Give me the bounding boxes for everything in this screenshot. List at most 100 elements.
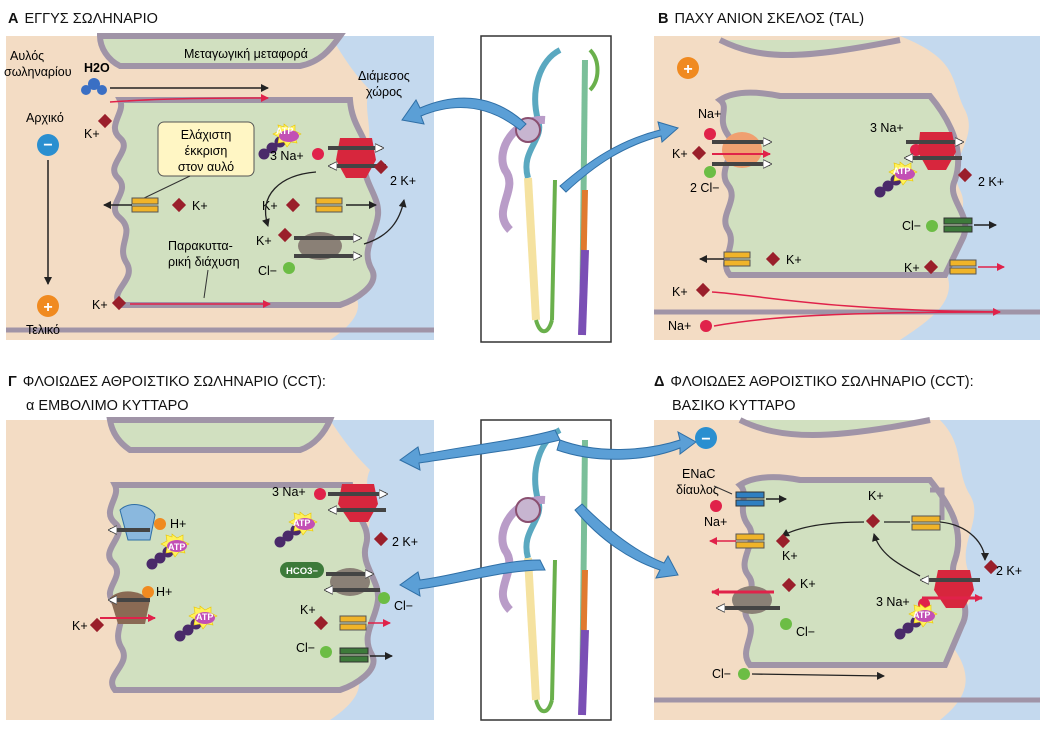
cl-ion-icon (283, 262, 295, 274)
cl-cotrans-label: Cl− (258, 264, 277, 278)
callout-line-2: έκκριση (185, 144, 228, 158)
k-channel-label-c: K+ (300, 603, 316, 617)
k-label-b: K+ (672, 147, 688, 161)
k2-label-c: 2 K+ (392, 535, 418, 549)
h-ion-icon (154, 518, 166, 530)
k-diamond-icon (957, 167, 973, 183)
nephron-top (480, 35, 612, 343)
k-channel-baso-b (949, 259, 977, 275)
na-ion-icon (704, 128, 716, 140)
na3-label-a: 3 Na+ (270, 149, 304, 163)
na-label-d: Na+ (704, 515, 727, 529)
recycle-arrow (262, 171, 317, 227)
connector-arrows (399, 97, 697, 597)
water-label: H2O (84, 61, 110, 75)
hco3-label: HCO3− (286, 566, 318, 577)
k-diamond-icon (285, 197, 301, 213)
k-channel-baso-d (911, 515, 941, 531)
k2-label-a: 2 K+ (390, 174, 416, 188)
k-channel-lumen-b (723, 251, 751, 267)
interstitium-label-2: χώρος (366, 85, 402, 99)
k-diamond-icon (171, 197, 187, 213)
k-channel-baso-label: K+ (262, 199, 278, 213)
k-channel-lumen (131, 197, 159, 213)
k-lumen-ch-label: K+ (782, 549, 798, 563)
title-c-line2: α ΕΜΒΟΛΙΜΟ ΚΥΤΤΑΡΟ (26, 398, 189, 414)
plus-charge-sign: + (43, 299, 52, 316)
h-exch-label: H+ (156, 585, 172, 599)
interstitium-label: Διάμεσος (358, 69, 410, 83)
k-para-label: K+ (92, 298, 108, 312)
k-exit-arrow (363, 199, 407, 245)
k-para-label-b: K+ (672, 285, 688, 299)
na3-label-d: 3 Na+ (876, 595, 910, 609)
k-channel-baso-label-b: K+ (904, 261, 920, 275)
minus-charge-sign: − (701, 431, 710, 448)
paracellular-label-2: ρική διάχυση (168, 255, 240, 269)
paracellular-pointer (203, 269, 209, 299)
na-ion-icon (710, 500, 722, 512)
cl-ion-icon (378, 592, 390, 604)
k2-label-b: 2 K+ (978, 175, 1004, 189)
k-para-arrow-b (711, 291, 1001, 316)
k-diamond-icon (111, 295, 127, 311)
k-diamond-icon (313, 615, 329, 631)
plus-charge-icon (37, 295, 59, 317)
k-lumen-top: K+ (84, 127, 100, 141)
callout-pointer (139, 175, 191, 201)
enac-pointer (713, 485, 733, 495)
enac-label: ENaC (682, 467, 715, 481)
enac-label-2: δίαυλος (676, 483, 719, 497)
atp-label: ATP (168, 542, 185, 552)
lumen-label: Αυλός (10, 49, 44, 63)
cl-para-label: Cl− (712, 667, 731, 681)
cl-ion-icon (738, 668, 750, 680)
panel-d-content: − ENaC δίαυλος Na+ K+ K+ 2 K+ 3 Na+ ATP … (676, 427, 1022, 681)
na3-label-c: 3 Na+ (272, 485, 306, 499)
k-diamond-icon (691, 145, 707, 161)
minus-charge-icon (37, 134, 59, 156)
lumen-label-2: σωληναρίου (4, 65, 72, 79)
atp-label: ATP (913, 610, 930, 620)
plus-charge-icon (677, 57, 699, 79)
k-diamond-icon (373, 531, 389, 547)
na-ion-icon (314, 488, 326, 500)
k-diamond-icon (781, 577, 797, 593)
k-diamond-icon (775, 533, 791, 549)
solvent-drag-label: Μεταγωγική μεταφορά (184, 47, 308, 61)
plus-charge-sign: + (683, 61, 692, 78)
k-diamond-icon (695, 282, 711, 298)
na-para-label-b: Na+ (668, 319, 691, 333)
k-channel-c (339, 615, 367, 631)
callout-box (157, 121, 255, 177)
na-label-b: Na+ (698, 107, 721, 121)
panel-d (654, 417, 1040, 720)
paracellular-label: Παρακυττα- (168, 239, 233, 253)
k2-label-d: 2 K+ (996, 564, 1022, 578)
k-channel-lumen-d (735, 533, 765, 549)
cl2-label-b: 2 Cl− (690, 181, 720, 195)
k-diamond-icon (765, 251, 781, 267)
cl-ion-icon (780, 618, 792, 630)
callout-line-1: Ελάχιστη (181, 128, 232, 142)
atp-label: ATP (893, 166, 910, 176)
k-cotrans-label: K+ (256, 234, 272, 248)
cl-channel-label-b: Cl− (902, 219, 921, 233)
panel-c (6, 417, 434, 720)
initial-label: Αρχικό (26, 111, 64, 125)
k-recycle-arrow (872, 533, 921, 577)
atp-label: ATP (276, 126, 293, 136)
k-diamond-icon (923, 259, 939, 275)
panel-a-content: Αυλός σωληναρίου H2O Μεταγωγική μεταφορά… (4, 47, 416, 337)
water-molecule-icon (81, 78, 107, 95)
cl-ion-icon (320, 646, 332, 658)
minus-charge-sign: − (43, 137, 52, 154)
h-pump-label: H+ (170, 517, 186, 531)
minus-charge-icon (695, 427, 717, 449)
enac-channel (735, 491, 765, 507)
